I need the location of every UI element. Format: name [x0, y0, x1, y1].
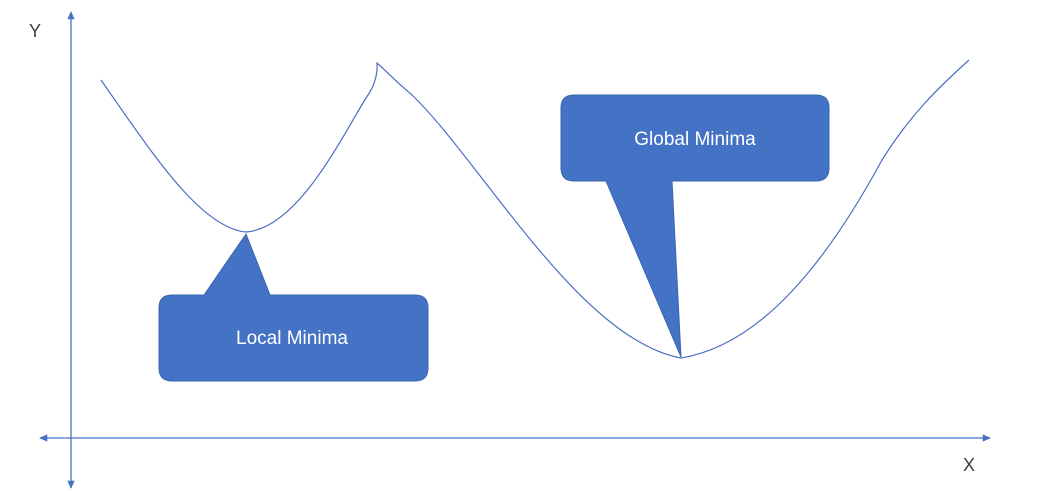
global-minima-label: Global Minima — [634, 129, 756, 150]
y-axis-label: Y — [29, 21, 41, 41]
local-minima-label: Local Minima — [236, 328, 348, 349]
loss-curve — [100, 59, 970, 359]
local-minima-callout — [158, 232, 429, 382]
global-minima-callout — [560, 94, 830, 358]
x-axis-label: X — [963, 455, 975, 475]
